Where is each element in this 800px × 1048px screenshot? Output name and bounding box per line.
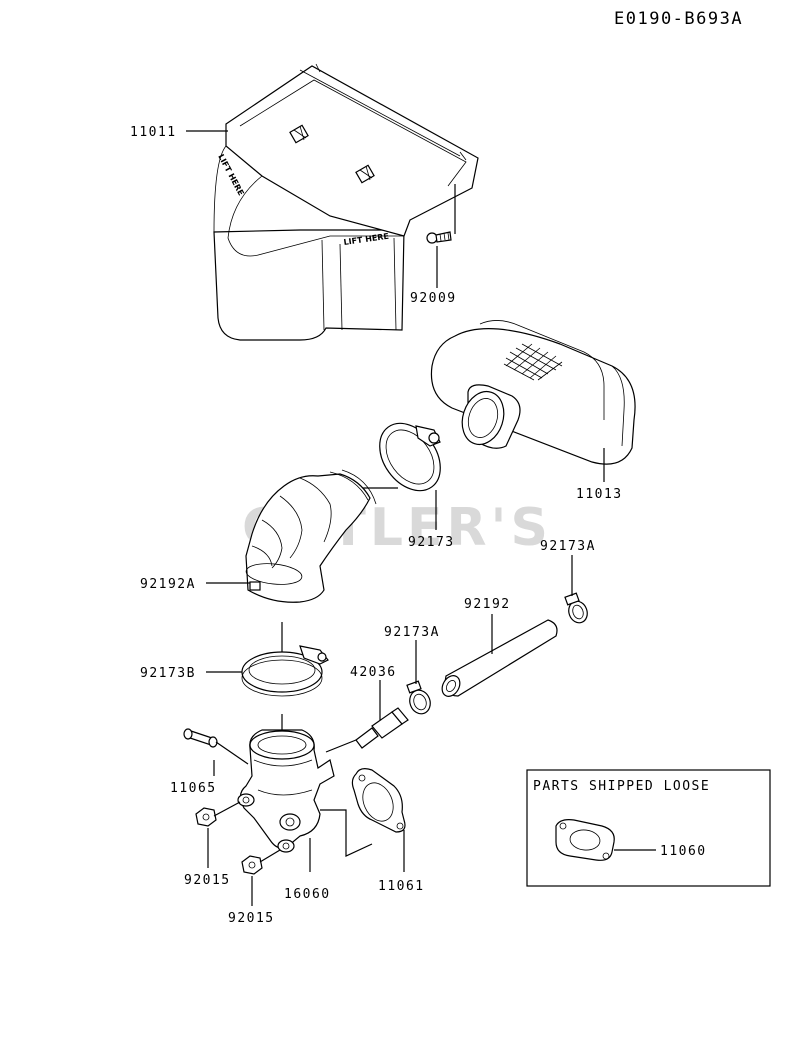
nut-92015-a (195, 807, 217, 827)
screw-92009 (426, 231, 452, 244)
label-42036: 42036 (350, 665, 397, 680)
leader-11061-bracket (320, 809, 373, 857)
label-11011: 11011 (130, 125, 177, 140)
small-clamp-92173A-top (564, 592, 588, 624)
label-92173B: 92173B (140, 666, 196, 681)
loose-box-title: PARTS SHIPPED LOOSE (533, 779, 710, 794)
label-92192: 92192 (464, 597, 511, 612)
hose-clamp-92173 (379, 422, 441, 492)
intake-pipe-16060 (237, 729, 335, 853)
filter-mesh (503, 343, 563, 381)
leader-92015-b-bolt (259, 849, 281, 863)
label-11065: 11065 (170, 781, 217, 796)
small-clamp-92173A-mid (406, 680, 431, 715)
leader-11065-pin (215, 741, 249, 765)
air-filter-element (430, 320, 636, 465)
leader-92015-a-bolt (213, 801, 241, 817)
label-92015-a: 92015 (184, 873, 231, 888)
label-92173A-mid: 92173A (384, 625, 440, 640)
label-11013: 11013 (576, 487, 623, 502)
nut-92015-b (241, 855, 263, 875)
straight-hose-92192 (441, 619, 558, 697)
fitting-42036 (355, 707, 409, 749)
label-92173A-top: 92173A (540, 539, 596, 554)
label-92192A: 92192A (140, 577, 196, 592)
label-92173: 92173 (408, 535, 455, 550)
label-16060: 16060 (284, 887, 331, 902)
parts-shipped-loose-box: PARTS SHIPPED LOOSE 11060 (526, 769, 771, 887)
label-11060: 11060 (660, 844, 707, 859)
elbow-hose-92192A (245, 469, 377, 603)
leader-42036-intake (325, 739, 357, 753)
label-11061: 11061 (378, 879, 425, 894)
gasket-11061 (351, 768, 406, 833)
label-92015-b: 92015 (228, 911, 275, 926)
label-92009: 92009 (410, 291, 457, 306)
large-clamp-92173B (241, 645, 329, 697)
gasket-11060 (555, 819, 615, 861)
diagram-code: E0190-B693A (614, 9, 743, 29)
air-cleaner-cover: LIFT HERE LIFT HERE (213, 63, 479, 341)
pin-11065 (183, 728, 218, 748)
